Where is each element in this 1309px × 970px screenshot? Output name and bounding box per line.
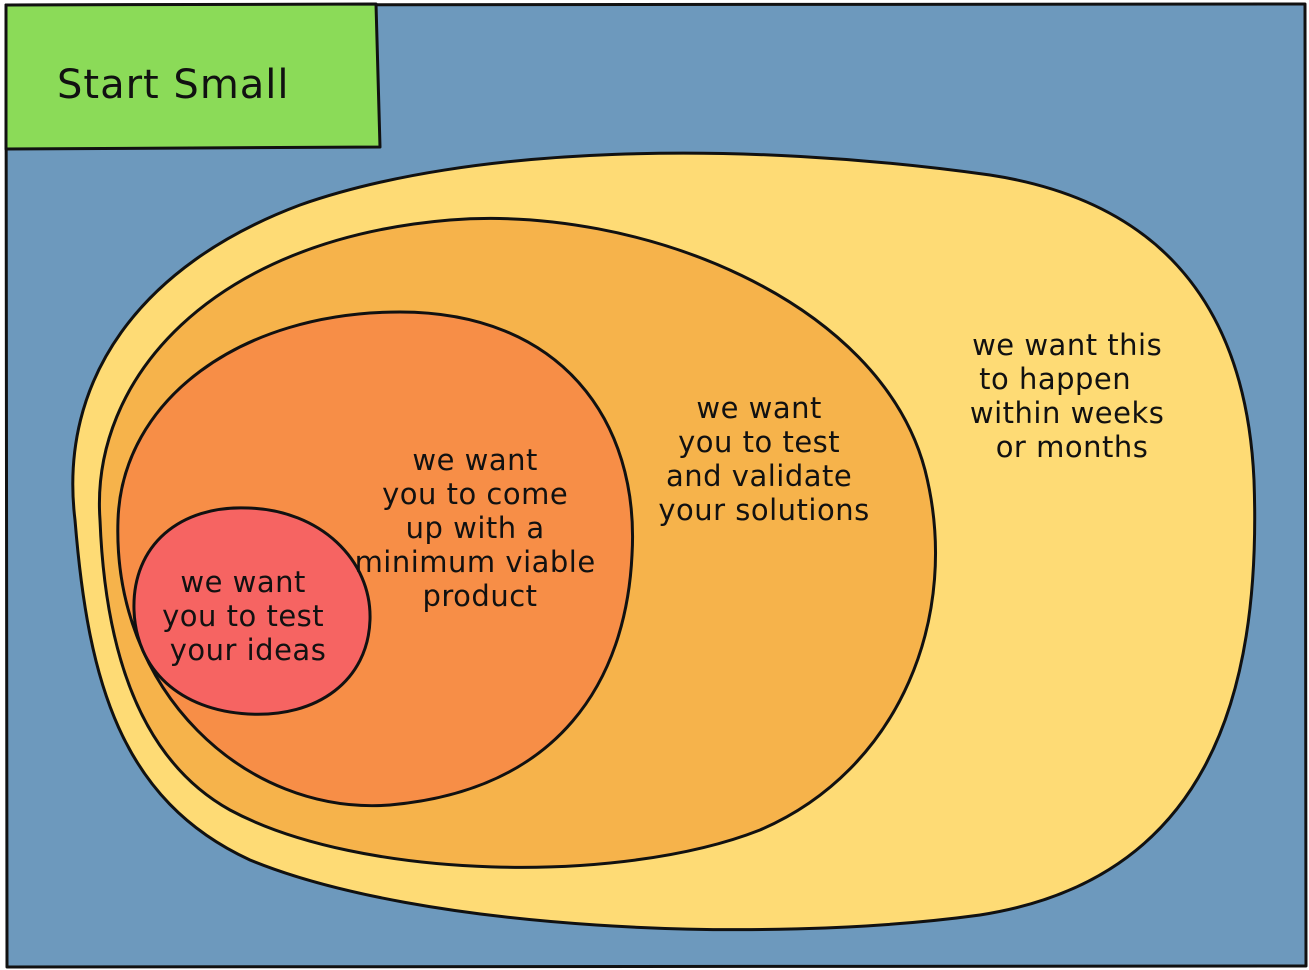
ring-label-weeks-months: we want this to happen within weeks or m… xyxy=(970,328,1174,464)
label-line: we want xyxy=(412,443,538,477)
ring-label-test-validate: we want you to test and validate your so… xyxy=(658,391,869,527)
ring-label-test-ideas: we want you to test your ideas xyxy=(162,565,334,667)
label-line: to happen xyxy=(979,362,1131,396)
ring-label-mvp: we want you to come up with a minimum vi… xyxy=(355,443,606,613)
core-test-ideas xyxy=(132,506,372,716)
label-line: product xyxy=(422,579,537,613)
label-line: or months xyxy=(996,430,1149,464)
label-line: and validate xyxy=(666,459,852,493)
title-box xyxy=(4,2,382,151)
diagram-title: Start Small xyxy=(57,62,290,108)
label-line: minimum viable xyxy=(355,545,596,579)
label-line: within weeks xyxy=(970,396,1165,430)
label-line: your solutions xyxy=(658,493,869,527)
label-line: we want xyxy=(180,565,306,599)
label-line: you to test xyxy=(162,599,324,633)
label-line: we want xyxy=(696,391,822,425)
label-line: you to come xyxy=(382,477,568,511)
label-line: your ideas xyxy=(170,633,327,667)
label-line: we want this xyxy=(972,328,1162,362)
label-line: you to test xyxy=(678,425,840,459)
label-line: up with a xyxy=(406,511,545,545)
